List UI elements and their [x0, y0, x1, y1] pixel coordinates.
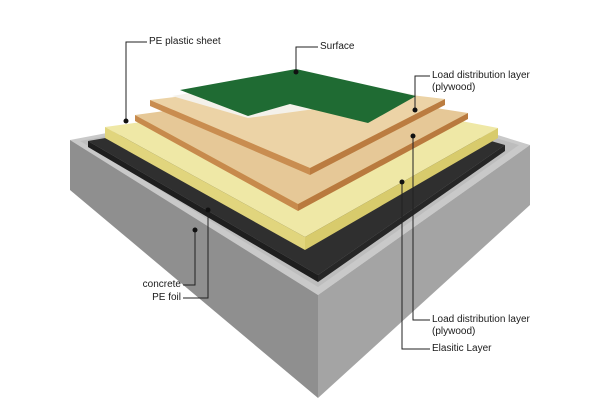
label-load-top-line2: (plywood) [432, 82, 476, 93]
leader-surface [295, 46, 318, 72]
pe-foil-edge-right [318, 145, 505, 282]
leader-pe-foil [183, 210, 209, 299]
label-load-distribution-bottom: Load distribution layer (plywood) [432, 314, 530, 338]
dot-pe-plastic-sheet [123, 118, 129, 124]
label-surface: Surface [320, 41, 355, 52]
leader-lines [125, 41, 430, 350]
leader-dots [123, 69, 418, 233]
elastic-layer-edge-left [105, 127, 305, 250]
dot-load-bottom [410, 133, 416, 139]
leader-pe-plastic-sheet [125, 41, 147, 121]
label-load-distribution-top: Load distribution layer (plywood) [432, 70, 530, 94]
label-elastic-layer: Elasitic Layer [432, 343, 492, 354]
leader-concrete [183, 230, 196, 286]
plywood-lower-edge-right [298, 113, 468, 211]
label-pe-plastic-sheet: PE plastic sheet [149, 36, 221, 47]
dot-elastic-layer [399, 179, 405, 185]
dot-surface [293, 69, 299, 75]
leader-load-top [414, 75, 430, 110]
dot-load-top [412, 107, 418, 113]
concrete-front-right [318, 145, 530, 398]
label-load-bottom-line1: Load distribution layer [432, 314, 530, 325]
label-concrete: concrete [142, 279, 181, 290]
concrete-front-left [70, 140, 318, 398]
label-pe-foil: PE foil [152, 292, 181, 303]
plywood-upper-edge-right [310, 99, 445, 175]
plywood-lower-edge-left [135, 115, 298, 211]
surface-layer [180, 69, 416, 123]
dot-concrete [192, 227, 198, 233]
label-load-bottom-line2: (plywood) [432, 326, 476, 337]
leader-elastic-layer [401, 182, 430, 350]
plywood-upper-edge-left [150, 100, 310, 175]
leader-load-bottom [412, 136, 430, 321]
pe-foil-edge-left [88, 141, 318, 282]
label-load-top-line1: Load distribution layer [432, 70, 530, 81]
dot-pe-foil [205, 207, 211, 213]
